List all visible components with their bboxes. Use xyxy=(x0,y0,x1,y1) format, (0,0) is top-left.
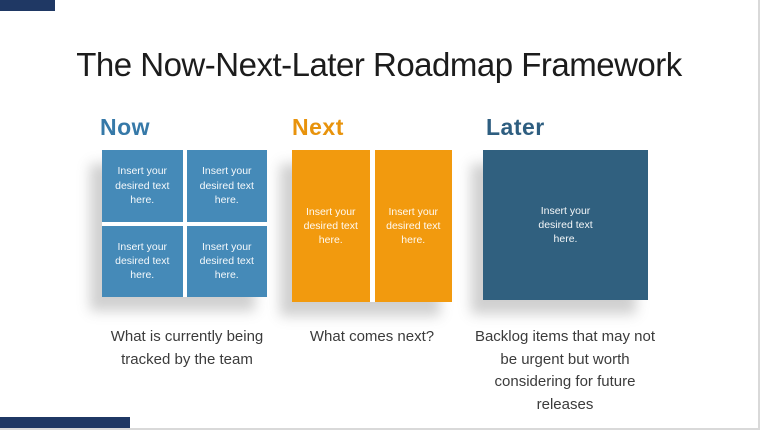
placeholder-text: Insert your desired text here. xyxy=(386,205,441,247)
now-column-heading: Now xyxy=(100,114,151,140)
placeholder-text: Insert your desired text here. xyxy=(199,240,254,282)
slide-title: The Now-Next-Later Roadmap Framework xyxy=(76,46,682,83)
placeholder-text: Insert your desired text here. xyxy=(538,204,593,246)
now-caption: What is currently being tracked by the t… xyxy=(110,328,264,368)
next-box-2: Insert your desired text here. xyxy=(374,150,452,302)
later-column-heading: Later xyxy=(486,114,545,140)
placeholder-text: Insert your desired text here. xyxy=(115,165,170,206)
later-caption: Backlog items that may not be urgent but… xyxy=(474,328,656,413)
placeholder-text: Insert your desired text here. xyxy=(199,165,254,206)
next-caption: What comes next? xyxy=(309,328,435,345)
now-box-2: Insert your desired text here. xyxy=(186,150,267,222)
later-box-1: Insert your desired text here. xyxy=(483,150,648,300)
now-box-1: Insert your desired text here. xyxy=(102,150,183,222)
placeholder-text: Insert your desired text here. xyxy=(115,240,170,282)
next-box-1: Insert your desired text here. xyxy=(292,150,370,302)
next-column-heading: Next xyxy=(292,114,344,140)
now-box-grid: Insert your desired text here. Insert yo… xyxy=(102,150,267,297)
now-box-3: Insert your desired text here. xyxy=(102,225,183,297)
placeholder-text: Insert your desired text here. xyxy=(303,205,358,247)
later-box: Insert your desired text here. xyxy=(483,150,648,300)
top-left-accent-bar xyxy=(0,0,55,11)
next-box-row: Insert your desired text here. Insert yo… xyxy=(292,150,452,302)
bottom-left-accent-bar xyxy=(0,417,130,428)
now-box-4: Insert your desired text here. xyxy=(186,225,267,297)
